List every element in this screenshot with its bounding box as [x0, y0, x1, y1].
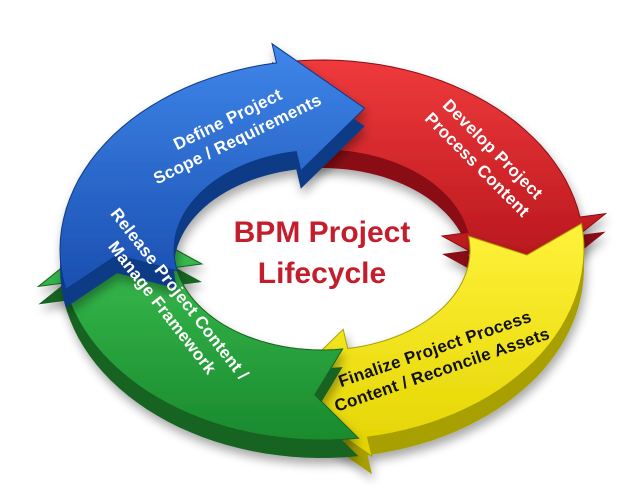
- arrow-define-face: [59, 42, 366, 291]
- title-line-1: BPM Project: [234, 216, 411, 249]
- title-line-2: Lifecycle: [258, 257, 386, 290]
- center-title: BPM Project Lifecycle: [234, 216, 411, 290]
- arrow-define: [59, 42, 366, 308]
- cycle-arrows: [36, 42, 608, 475]
